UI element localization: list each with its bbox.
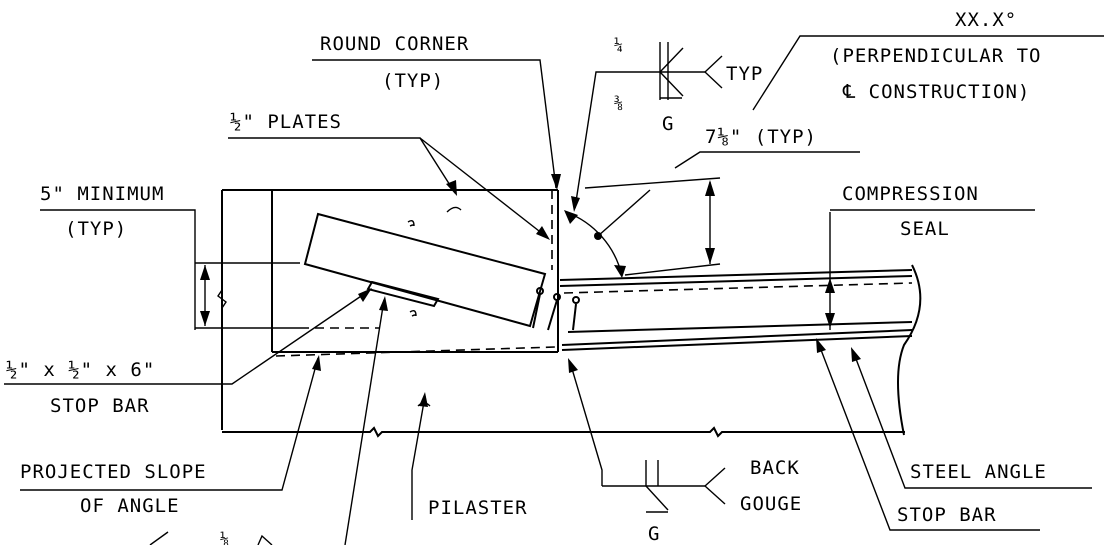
- label-7-1-8-typ: 7⅛" (TYP): [705, 126, 817, 148]
- label-5-minimum-typ: (TYP): [65, 218, 127, 240]
- label-seal: SEAL: [900, 218, 950, 240]
- label-stop-bar-size: ½" x ½" x 6": [6, 359, 155, 381]
- label-5-minimum: 5" MINIMUM: [40, 183, 164, 205]
- label-steel-angle: STEEL ANGLE: [910, 461, 1047, 483]
- label-stop-bar-left: STOP BAR: [50, 395, 150, 417]
- weld-size-top: ¼: [614, 36, 623, 54]
- label-gouge: GOUGE: [740, 493, 802, 515]
- weld-typ: TYP: [726, 63, 763, 85]
- label-of-angle: OF ANGLE: [80, 495, 180, 517]
- label-back: BACK: [750, 457, 800, 479]
- label-pilaster: PILASTER: [428, 497, 528, 519]
- weld-size-partial: ⅛: [220, 530, 229, 545]
- label-stop-bar-right: STOP BAR: [897, 504, 997, 526]
- label-round-corner-typ: (TYP): [382, 70, 444, 92]
- annotations: ROUND CORNER (TYP) ½" PLATES 5" MINIMUM …: [6, 9, 1047, 545]
- label-angle-value: XX.X°: [955, 9, 1017, 31]
- label-cl-construction: ℄ CONSTRUCTION): [842, 81, 1030, 103]
- drawing-geometry: [195, 177, 922, 438]
- label-half-plates: ½" PLATES: [230, 111, 342, 133]
- label-perpendicular: (PERPENDICULAR TO: [830, 45, 1041, 67]
- label-projected-slope: PROJECTED SLOPE: [20, 461, 207, 483]
- leader-lines: [4, 35, 1104, 545]
- weld-grind-top: G: [662, 113, 674, 135]
- label-compression: COMPRESSION: [842, 183, 979, 205]
- weld-size-bottom: ⅜: [614, 94, 623, 112]
- weld-grind-bottom: G: [648, 523, 660, 545]
- label-round-corner: ROUND CORNER: [320, 33, 469, 55]
